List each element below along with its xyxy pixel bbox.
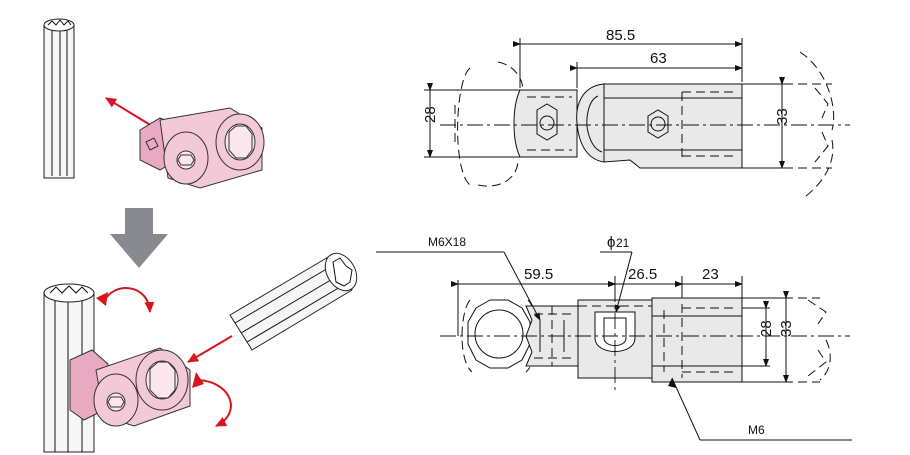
- connector-part-step2: [69, 347, 191, 427]
- body-right: [603, 83, 743, 169]
- block-left: [513, 89, 578, 158]
- dim-inner-label: 63: [650, 50, 667, 67]
- dim-a-label: 59.5: [524, 266, 553, 283]
- pipe-section: [461, 299, 538, 373]
- dim-b-label: 26.5: [628, 266, 657, 283]
- diameter-symbol: ϕ: [607, 234, 615, 251]
- pivot-head: [576, 83, 605, 163]
- dim-height-right-label: 33: [774, 108, 791, 125]
- dim-height-outer-label: 33: [778, 320, 795, 337]
- step2-illustration: [43, 252, 358, 453]
- vertical-pipe: [43, 18, 75, 179]
- body-right-side: [651, 297, 743, 383]
- rotate-arrow-top: [96, 287, 155, 313]
- dim-overall-label: 85.5: [606, 27, 635, 44]
- insert-arrow-2: [187, 335, 233, 363]
- horizontal-pipe: [229, 252, 358, 351]
- dim-height-inner-label: 28: [758, 320, 775, 337]
- step-arrow-down: [110, 208, 168, 268]
- thread-label: M6: [748, 423, 765, 437]
- dim-c-label: 23: [702, 266, 719, 283]
- step1-illustration: [43, 18, 265, 189]
- dim-height-left-label: 28: [422, 106, 439, 123]
- top-view-drawing: 85.5 63 28 33: [422, 27, 850, 197]
- diameter-label: 21: [616, 236, 630, 250]
- insert-arrow-1: [105, 97, 153, 127]
- side-view-drawing: M6X18 ϕ 21 59.5 26.5 23 28 33 M6: [376, 234, 852, 441]
- connector-part-step1: [139, 107, 265, 189]
- bolt-label: M6X18: [428, 235, 466, 249]
- rotate-arrow-bottom: [192, 372, 232, 427]
